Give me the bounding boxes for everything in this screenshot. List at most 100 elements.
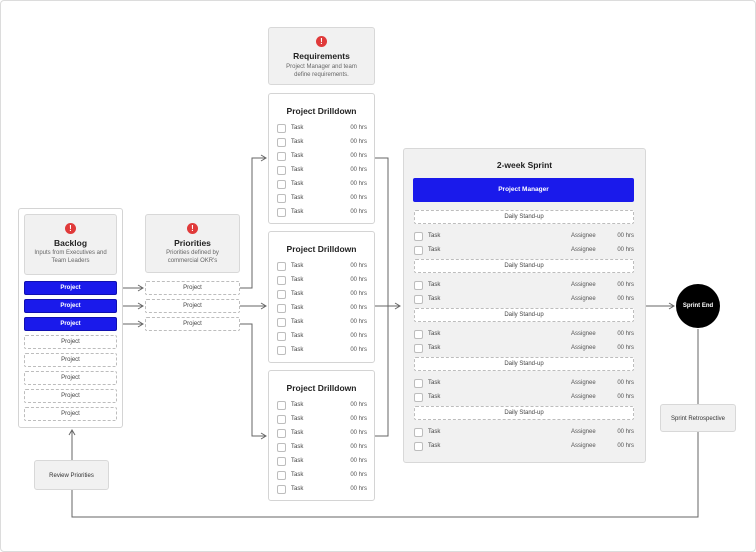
task-hours: 00 hrs [350, 416, 367, 422]
checkbox-icon[interactable] [414, 344, 423, 353]
checkbox-icon[interactable] [414, 295, 423, 304]
project-manager-bar[interactable]: Project Manager [413, 178, 634, 202]
checkbox-icon[interactable] [277, 485, 286, 494]
checkbox-icon[interactable] [277, 457, 286, 466]
task-hours: 00 hrs [617, 282, 634, 288]
task-hours: 00 hrs [350, 263, 367, 269]
checkbox-icon[interactable] [277, 429, 286, 438]
checkbox-icon[interactable] [277, 471, 286, 480]
backlog-project-5[interactable]: Project [24, 353, 117, 367]
checkbox-icon[interactable] [277, 443, 286, 452]
daily-standup[interactable]: Daily Stand-up [414, 210, 634, 224]
checkbox-icon[interactable] [414, 246, 423, 255]
task-hours: 00 hrs [617, 345, 634, 351]
priority-project-1[interactable]: Project [145, 281, 240, 295]
checkbox-icon[interactable] [277, 415, 286, 424]
checkbox-icon[interactable] [277, 124, 286, 133]
daily-standup[interactable]: Daily Stand-up [414, 308, 634, 322]
checkbox-icon[interactable] [277, 180, 286, 189]
checkbox-icon[interactable] [277, 276, 286, 285]
daily-standup[interactable]: Daily Stand-up [414, 259, 634, 273]
backlog-subtitle: Inputs from Executives and Team Leaders [34, 250, 107, 264]
backlog-project-1[interactable]: Project [24, 281, 117, 295]
task-hours: 00 hrs [350, 430, 367, 436]
backlog-project-2[interactable]: Project [24, 299, 117, 313]
exclamation-icon: ! [65, 223, 76, 234]
backlog-project-4[interactable]: Project [24, 335, 117, 349]
checkbox-icon[interactable] [277, 346, 286, 355]
checkbox-icon[interactable] [277, 152, 286, 161]
checkbox-icon[interactable] [277, 208, 286, 217]
checkbox-icon[interactable] [414, 232, 423, 241]
checkbox-icon[interactable] [277, 194, 286, 203]
task-name: Task [291, 277, 304, 283]
priorities-title: Priorities [174, 238, 211, 248]
task-hours: 00 hrs [350, 444, 367, 450]
priority-project-2[interactable]: Project [145, 299, 240, 313]
daily-standup[interactable]: Daily Stand-up [414, 357, 634, 371]
task-assignee: Assignee [571, 394, 596, 400]
checkbox-icon[interactable] [277, 166, 286, 175]
checkbox-icon[interactable] [414, 442, 423, 451]
backlog-project-7[interactable]: Project [24, 389, 117, 403]
review-priorities-box[interactable]: Review Priorities [34, 460, 109, 490]
sprint-end-node[interactable]: Sprint End [676, 284, 720, 328]
checkbox-icon[interactable] [414, 428, 423, 437]
backlog-project-6[interactable]: Project [24, 371, 117, 385]
sprint-retrospective-box[interactable]: Sprint Retrospective [660, 404, 736, 432]
checkbox-icon[interactable] [277, 290, 286, 299]
priority-project-3[interactable]: Project [145, 317, 240, 331]
checkbox-icon[interactable] [277, 401, 286, 410]
daily-standup[interactable]: Daily Stand-up [414, 406, 634, 420]
task-name: Task [291, 430, 304, 436]
task-name: Task [291, 472, 304, 478]
checkbox-icon[interactable] [414, 330, 423, 339]
checkbox-icon[interactable] [277, 304, 286, 313]
task-assignee: Assignee [571, 233, 596, 239]
backlog-project-8[interactable]: Project [24, 407, 117, 421]
priorities-subtitle: Priorities defined by commercial OKR's [166, 250, 219, 264]
checkbox-icon[interactable] [277, 318, 286, 327]
checkbox-icon[interactable] [414, 393, 423, 402]
checkbox-icon[interactable] [277, 332, 286, 341]
checkbox-icon[interactable] [414, 281, 423, 290]
checkbox-icon[interactable] [414, 379, 423, 388]
task-hours: 00 hrs [350, 195, 367, 201]
checkbox-icon[interactable] [277, 138, 286, 147]
priorities-card: ! Priorities Priorities defined by comme… [145, 214, 240, 273]
task-row[interactable]: Task 00 hrs [277, 428, 367, 440]
task-hours: 00 hrs [350, 167, 367, 173]
checkbox-icon[interactable] [277, 262, 286, 271]
backlog-project-3[interactable]: Project [24, 317, 117, 331]
